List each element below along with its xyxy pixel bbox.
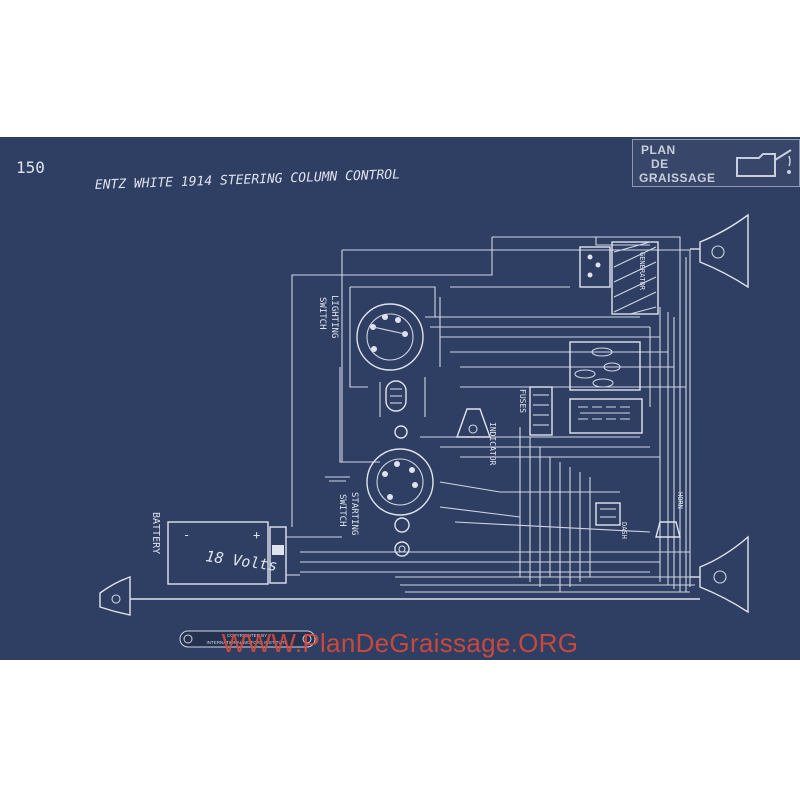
logo-line-1: PLAN <box>641 143 676 157</box>
tail-lamp-icon <box>99 576 700 616</box>
page-number: 150 <box>16 158 45 177</box>
terminal-icon <box>394 425 408 439</box>
terminal-block-upper <box>569 341 641 391</box>
battery-label: BATTERY <box>150 512 161 554</box>
headlamp-top-icon <box>690 213 749 289</box>
copyright-plate: COPYRIGHTED BY INTERNATIONAL MOTORS INST… <box>179 630 316 648</box>
push-button-icon <box>394 541 410 557</box>
copyright-line-2: INTERNATIONAL MOTORS INSTITUTE <box>207 640 288 645</box>
indicator-label: INDICATOR <box>488 422 497 466</box>
lighting-switch: LIGHTING SWITCH <box>317 295 424 371</box>
generator-block: GENERATOR <box>579 241 659 315</box>
starting-switch-label-1: STARTING <box>349 492 359 535</box>
generator-label: GENERATOR <box>638 252 646 291</box>
oil-can-icon <box>736 149 792 177</box>
horn-label: HORN <box>676 492 684 509</box>
wiring-harness <box>291 236 695 593</box>
copyright-line-1: COPYRIGHTED BY <box>227 633 267 638</box>
wiring-diagram: 150 ENTZ WHITE 1914 STEERING COLUMN CONT… <box>16 158 749 648</box>
indicator-gauge: INDICATOR <box>456 408 497 466</box>
plan-de-graissage-logo: PLAN DE GRAISSAGE <box>632 139 800 187</box>
battery-plus: + <box>253 528 260 542</box>
website-watermark: WWW.PlanDeGraissage.ORG <box>221 628 579 658</box>
blueprint-plate: 150 ENTZ WHITE 1914 STEERING COLUMN CONT… <box>0 137 800 660</box>
dash-lamp-icon: DASH <box>595 502 628 539</box>
battery-minus: - <box>183 528 190 542</box>
diagram-title: ENTZ WHITE 1914 STEERING COLUMN CONTROL <box>95 167 401 193</box>
battery: - + 18 Volts BATTERY <box>150 512 342 585</box>
lighting-switch-label-2: SWITCH <box>317 297 327 330</box>
headlamp-bottom-icon <box>690 535 749 614</box>
ground-icon <box>325 476 350 482</box>
push-button-center-icon <box>398 545 406 553</box>
terminal-block-lower <box>569 398 643 434</box>
starting-switch-label-2: SWITCH <box>337 494 347 527</box>
horn-icon: HORN <box>655 492 684 538</box>
push-button-icon <box>394 517 410 533</box>
fuses-label: FUSES <box>518 389 527 413</box>
logo-line-2: DE <box>651 157 669 171</box>
dash-label: DASH <box>620 522 628 539</box>
lighting-switch-label-1: LIGHTING <box>329 295 339 338</box>
coil-icon <box>385 380 407 412</box>
logo-line-3: GRAISSAGE <box>639 171 716 185</box>
fuse-block: FUSES <box>518 386 553 436</box>
starting-switch: STARTING SWITCH <box>337 448 434 535</box>
